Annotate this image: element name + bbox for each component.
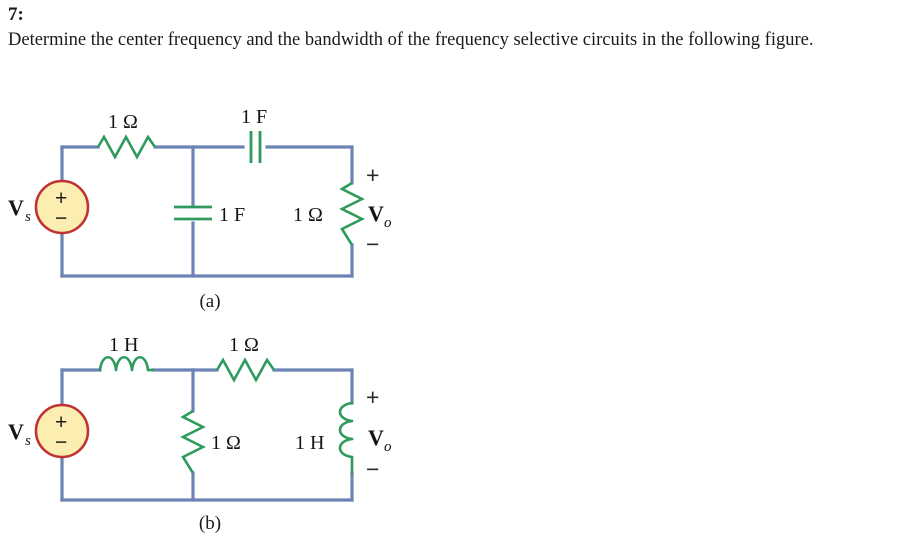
source-plus-sign-b: + — [55, 411, 67, 434]
problem-block: 7: Determine the center frequency and th… — [8, 4, 888, 53]
output-voltage-label-a: V — [368, 201, 384, 226]
series-capacitor-symbol — [249, 131, 262, 163]
load-resistor-symbol — [339, 181, 365, 246]
series-capacitor-label: 1 F — [241, 106, 267, 128]
shunt-capacitor-label: 1 F — [219, 204, 245, 226]
load-resistor-label: 1 Ω — [293, 204, 323, 226]
caption-circuit-b: (b) — [198, 513, 222, 534]
series-resistor-symbol — [96, 134, 157, 160]
shunt-resistor-label-b: 1 Ω — [211, 432, 241, 454]
source-circle-b — [34, 403, 90, 459]
circuit-diagram-a: 1 Ω 1 F 1 F 1 Ω + V o − — [0, 95, 460, 325]
voltage-source-a: + − — [34, 179, 90, 235]
source-voltage-label-b: V — [8, 419, 24, 444]
shunt-capacitor-symbol — [174, 205, 212, 221]
load-inductor-label-b: 1 H — [295, 432, 324, 454]
series-resistor-label: 1 Ω — [108, 111, 138, 133]
output-voltage-subscript-a: o — [384, 215, 392, 231]
series-resistor-symbol-b — [215, 357, 276, 383]
load-inductor-symbol-b — [338, 401, 354, 475]
source-circle-a — [34, 179, 90, 235]
series-resistor-label-b: 1 Ω — [229, 334, 259, 356]
shunt-resistor-symbol-b — [180, 409, 206, 474]
source-voltage-subscript-b: s — [25, 433, 31, 449]
problem-statement: Determine the center frequency and the b… — [8, 30, 814, 50]
source-voltage-label-a: V — [8, 195, 24, 220]
output-voltage-subscript-b: o — [384, 439, 392, 455]
source-plus-sign-a: + — [55, 187, 67, 210]
output-plus-sign-a: + — [366, 162, 379, 188]
output-minus-sign-a: − — [366, 231, 379, 257]
source-minus-sign-b: − — [55, 431, 67, 454]
output-plus-sign-b: + — [366, 384, 379, 410]
figure-area: 1 Ω 1 F 1 F 1 Ω + V o − — [0, 95, 906, 549]
problem-number: 7: — [8, 4, 24, 25]
output-voltage-label-b: V — [368, 425, 384, 450]
source-minus-sign-a: − — [55, 207, 67, 230]
series-inductor-label: 1 H — [109, 334, 138, 356]
voltage-source-b: + − — [34, 403, 90, 459]
circuit-b-wires — [60, 368, 354, 502]
output-minus-sign-b: − — [366, 456, 379, 482]
caption-circuit-a: (a) — [199, 291, 221, 312]
circuit-a-wires — [60, 145, 354, 278]
series-inductor-symbol — [98, 356, 155, 372]
source-voltage-subscript-a: s — [25, 209, 31, 225]
circuit-diagram-b: 1 H 1 Ω 1 Ω 1 H + V o − — [0, 325, 460, 549]
